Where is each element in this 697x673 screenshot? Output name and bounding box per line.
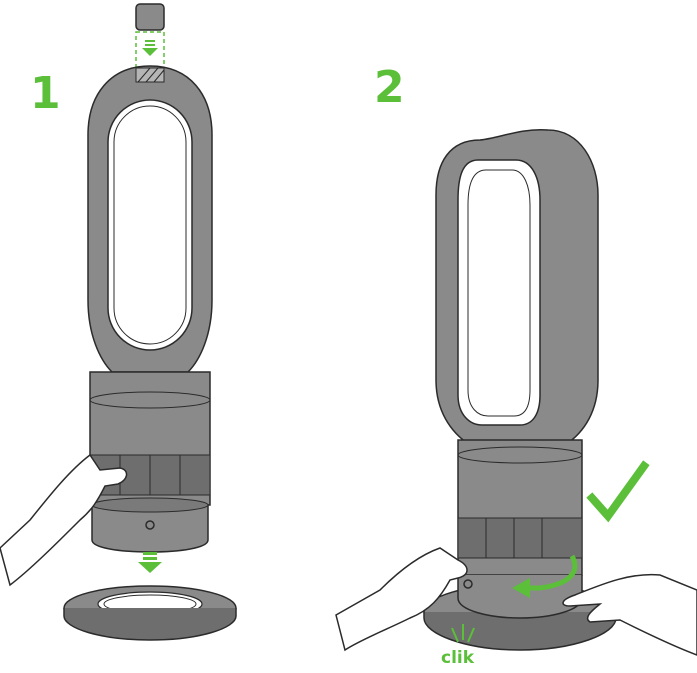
checkmark-icon [592,466,644,516]
down-arrow-icon [138,552,162,573]
top-cap-piece [136,4,164,30]
down-arrow-icon [142,40,158,56]
step-number-2: 2 [374,66,405,110]
click-sound-label: clik [441,648,474,668]
step-number-1: 1 [30,72,61,116]
step2-illustration [336,130,697,655]
